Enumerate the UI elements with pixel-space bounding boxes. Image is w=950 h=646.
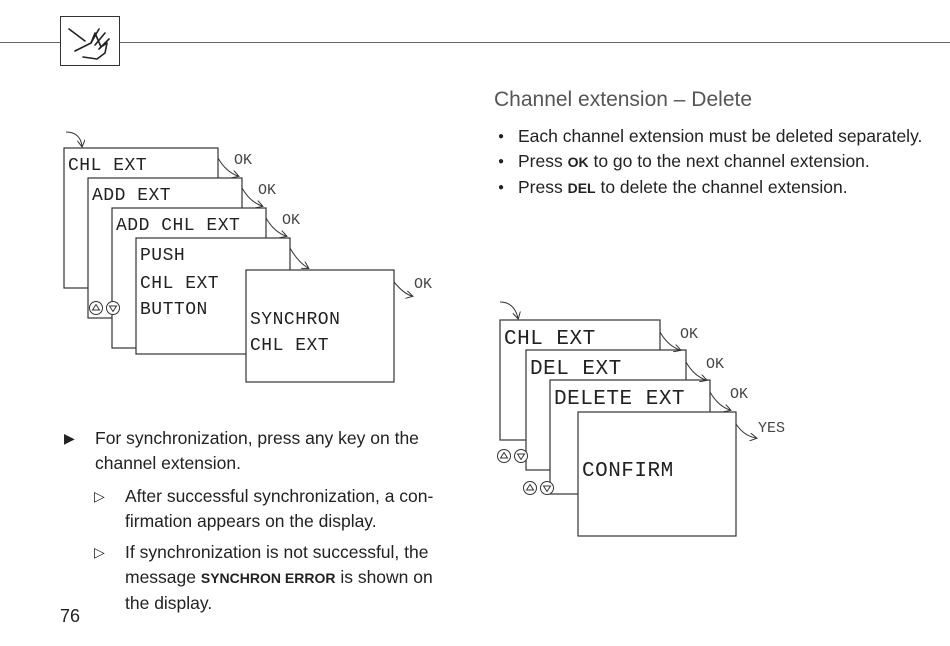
section-title: Channel extension – Delete [494, 88, 753, 111]
lcd-text: ADD EXT [92, 186, 171, 206]
ok-key-label: OK [706, 356, 724, 373]
bullet-item: Press OK to go to the next channel exten… [498, 149, 938, 175]
key-label: OK [567, 154, 589, 170]
ok-key-label: OK [282, 212, 300, 229]
ok-key-label: OK [680, 326, 698, 343]
bullet-item: Press DEL to delete the channel extensio… [498, 175, 938, 201]
hand-pointing-icon [60, 16, 120, 66]
result-triangle-icon: ▷ [94, 488, 105, 504]
lcd-text: PUSH [140, 246, 185, 266]
lcd-text: CONFIRM [582, 460, 674, 483]
step-arrow-icon: ▶ [64, 430, 75, 446]
result-item: ▷ If synchronization is not successful, … [94, 540, 454, 616]
left-nav-buttons-icon [89, 301, 120, 315]
ok-key-label: OK [234, 152, 252, 169]
lcd-screen-synchron [245, 269, 395, 383]
header-rule [0, 42, 950, 43]
result-triangle-icon: ▷ [94, 544, 105, 560]
left-menu-diagram [63, 131, 412, 383]
instruction-step: ▶ For synchronization, press any key on … [64, 426, 464, 476]
yes-key-label: YES [758, 420, 785, 437]
lcd-text: DEL EXT [530, 358, 622, 381]
key-label: DEL [567, 180, 596, 196]
instruction-text: For synchronization, press any key on th… [95, 428, 419, 473]
lcd-text: DELETE EXT [554, 388, 685, 411]
right-menu-diagram [499, 301, 756, 537]
page-number: 76 [60, 606, 81, 626]
ok-key-label: OK [414, 276, 432, 293]
bullet-item: Each channel extension must be deleted s… [498, 124, 938, 149]
lcd-screen-confirm [577, 411, 737, 537]
lcd-text: CHL EXT [250, 336, 329, 356]
result-text: After successful synchronization, a con-… [125, 486, 434, 531]
ok-key-label: OK [730, 386, 748, 403]
lcd-text: CHL EXT [68, 156, 147, 176]
lcd-text: CHL EXT [504, 328, 596, 351]
lcd-text: SYNCHRON [250, 310, 340, 330]
ok-key-label: OK [258, 182, 276, 199]
result-text: If synchronization is not successful, th… [125, 542, 433, 613]
lcd-text: ADD CHL EXT [116, 216, 240, 236]
lcd-text: BUTTON [140, 300, 208, 320]
message-label: SYNCHRON ERROR [200, 570, 336, 586]
right-nav-buttons-icon [497, 449, 554, 495]
bullet-list: Each channel extension must be deleted s… [498, 124, 938, 201]
lcd-text: CHL EXT [140, 274, 219, 294]
result-item: ▷ After successful synchronization, a co… [94, 484, 454, 534]
